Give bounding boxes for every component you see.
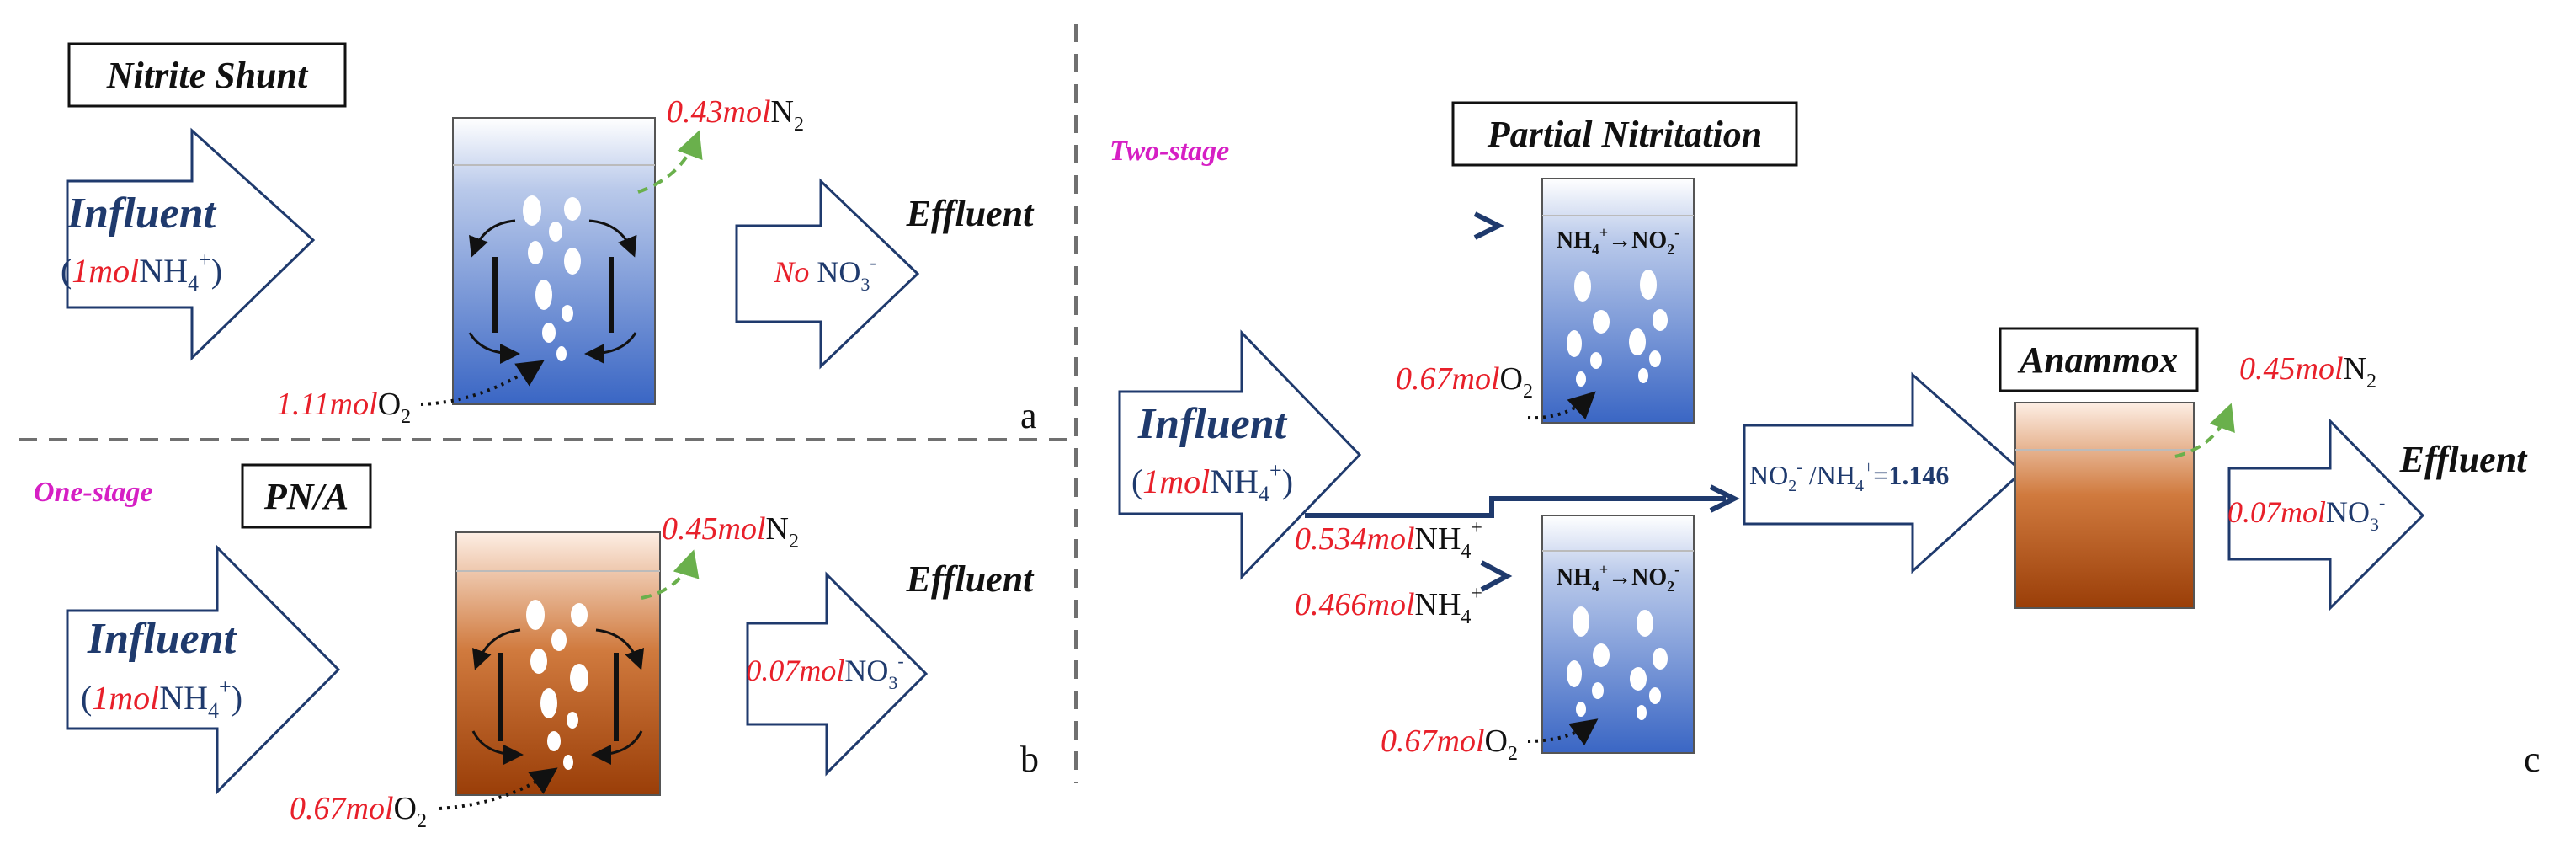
- o2-input-bottom: 0.67molO2: [1381, 724, 1518, 765]
- panel-letter-a: a: [1020, 395, 1037, 436]
- o2-input: 1.11molO2: [276, 387, 411, 428]
- influent-arrow: [1118, 329, 1362, 580]
- influent-amount: (1molNH4+): [61, 248, 222, 296]
- effluent-arrow: [2227, 418, 2425, 611]
- panel-b-title-box: [241, 463, 372, 529]
- panel-c-title-box: [1451, 101, 1798, 167]
- panel-c: Two-stage Partial Nitritation NH4+→NO2- …: [1110, 101, 2541, 780]
- ratio-arrow: [1743, 371, 2025, 574]
- nitritation-tank-top: [1541, 178, 1695, 424]
- effluent-label: Effluent: [906, 558, 1035, 600]
- circulation-arrow: [471, 730, 524, 765]
- reactor-tank: [452, 117, 656, 405]
- panel-b: One-stage PN/A Influent (1molNH4+): [34, 463, 1039, 832]
- split-arrow-upper-head: [1709, 484, 1740, 513]
- anammox-title-box: [1999, 327, 2199, 392]
- n2-output: 0.43molN2: [667, 94, 804, 136]
- split-upper: 0.534molNH4+: [1295, 517, 1482, 563]
- effluent-value: 0.07molNO3-: [746, 650, 903, 693]
- feed-arrow-top-head: [1473, 211, 1504, 240]
- effluent-arrow: [746, 571, 929, 777]
- panel-a-title: Nitrite Shunt: [106, 55, 309, 96]
- split-arrow-lower-head: [1480, 560, 1513, 592]
- bubbles: [1567, 270, 1668, 387]
- n2-gas-arrow: [637, 130, 703, 194]
- stage-label-two: Two-stage: [1110, 136, 1229, 167]
- stage-label-one: One-stage: [34, 477, 153, 508]
- influent-label: Influent: [1137, 400, 1288, 448]
- circulation-arrow: [471, 628, 521, 670]
- influent-amount: (1molNH4+): [81, 675, 242, 723]
- influent-amount: (1molNH4+): [1131, 458, 1293, 506]
- circulation-arrow: [468, 332, 520, 364]
- n2-output: 0.45molN2: [662, 511, 799, 553]
- bubbles: [1567, 606, 1668, 720]
- circulation-arrow: [591, 730, 643, 765]
- influent-arrow: [66, 127, 316, 361]
- panel-b-title: PN/A: [263, 476, 349, 517]
- panel-c-title: Partial Nitritation: [1487, 114, 1762, 155]
- effluent-label: Effluent: [906, 193, 1035, 234]
- influent-arrow: [66, 544, 341, 795]
- circulation-arrow: [469, 219, 516, 258]
- ratio-value: NO2- /NH4+=1.146: [1749, 458, 1949, 495]
- anammox-tank: [2014, 402, 2195, 609]
- o2-input-top: 0.67molO2: [1396, 361, 1533, 403]
- bubbles: [523, 195, 581, 361]
- n2-gas-arrow: [641, 549, 700, 600]
- o2-input-arrow: [1527, 391, 1596, 420]
- anammox-title: Anammox: [2017, 339, 2178, 381]
- circulation-arrow: [584, 332, 637, 364]
- effluent-arrow: [735, 178, 920, 370]
- effluent-value: No NO3-: [773, 252, 876, 295]
- n2-gas-arrow: [2174, 403, 2235, 458]
- split-arrow-upper: [1305, 496, 1726, 518]
- o2-input: 0.67molO2: [290, 791, 427, 832]
- panel-letter-c: c: [2524, 739, 2541, 780]
- nitritation-tank-bottom: [1541, 515, 1695, 754]
- effluent-label: Effluent: [2399, 439, 2529, 480]
- o2-input-arrow: [439, 767, 558, 810]
- panel-a-title-box: [67, 42, 347, 108]
- effluent-value: 0.07molNO3-: [2227, 492, 2385, 535]
- influent-label: Influent: [67, 190, 217, 238]
- panel-a: Nitrite Shunt Influent (1molNH4+) 0.43: [61, 42, 1037, 436]
- reaction-bottom: NH4+→NO2-: [1557, 561, 1679, 595]
- circulation-arrow: [595, 628, 645, 670]
- split-lower: 0.466molNH4+: [1295, 583, 1482, 628]
- bubbles: [526, 600, 588, 770]
- influent-label: Influent: [87, 615, 237, 663]
- n2-output: 0.45molN2: [2239, 351, 2376, 392]
- circulation-arrow: [588, 219, 637, 258]
- reaction-top: NH4+→NO2-: [1557, 224, 1679, 258]
- o2-input-arrow: [1527, 718, 1599, 746]
- panel-letter-b: b: [1020, 739, 1039, 780]
